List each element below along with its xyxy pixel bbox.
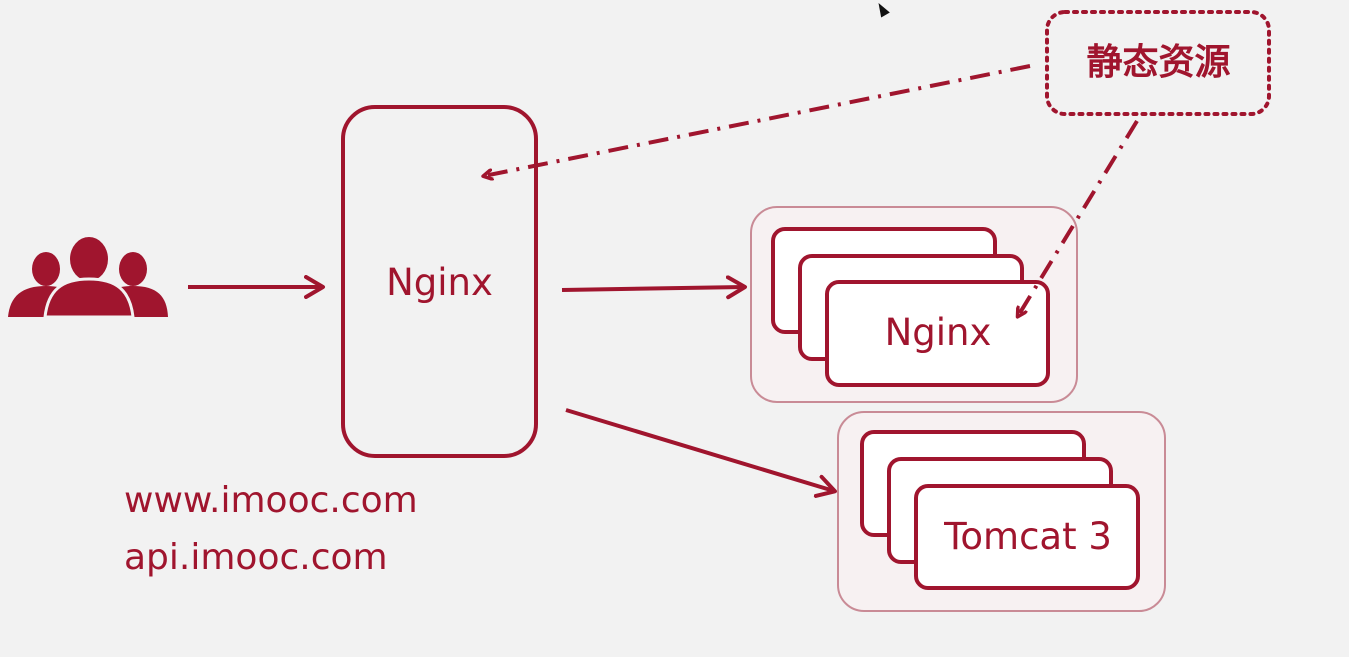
users-group-icon [8,237,168,319]
static-resources-label: 静态资源 [1086,42,1231,83]
tomcat-cluster-card-front [914,484,1140,590]
main-nginx-box [341,105,538,458]
domain-www: www.imooc.com [124,480,418,521]
arrow-nginx-to-tomcat-cluster [565,408,837,498]
tomcat-cluster-label: Tomcat 3 [944,515,1112,558]
static-resources-box [1045,10,1271,116]
nginx-cluster-card-front [825,280,1050,387]
main-nginx-label: Nginx [386,261,493,304]
arrow-static-to-main-nginx [484,64,1031,176]
domain-api: api.imooc.com [124,537,388,578]
nginx-cluster-label: Nginx [884,311,992,354]
arrow-nginx-to-nginx-cluster [561,275,747,300]
domain-list: www.imooc.com api.imooc.com [124,472,418,586]
